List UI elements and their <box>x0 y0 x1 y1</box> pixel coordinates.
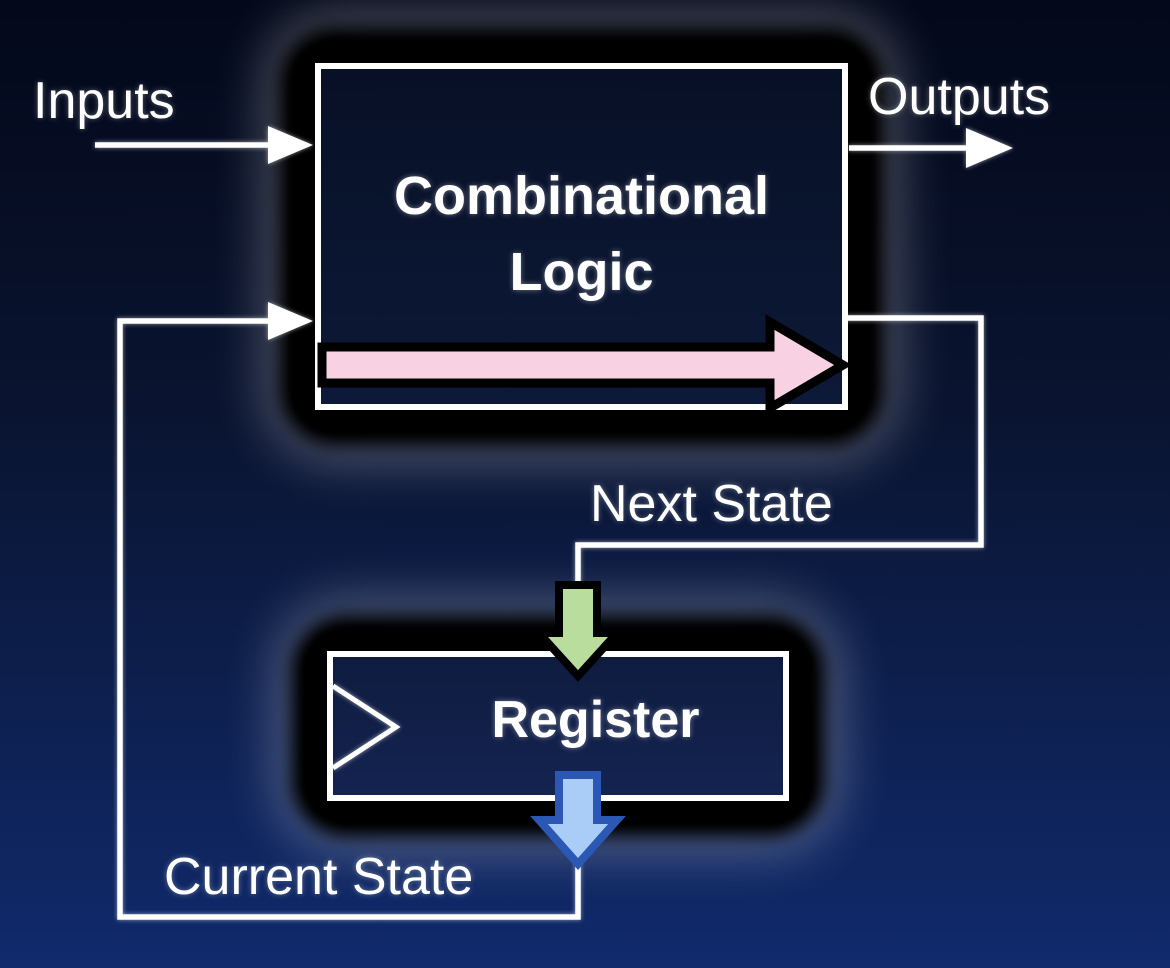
current-state-label: Current State <box>164 848 474 906</box>
outputs-arrowhead-icon <box>966 128 1013 168</box>
outputs-label: Outputs <box>868 68 1051 126</box>
combinational-logic-title-line2: Logic <box>509 242 654 302</box>
register-title: Register <box>491 691 700 749</box>
combinational-logic-title-line1: Combinational <box>394 166 769 226</box>
next-state-label: Next State <box>590 475 833 533</box>
combinational-logic-title: Combinational Logic <box>315 158 848 310</box>
inputs-label: Inputs <box>33 72 175 130</box>
